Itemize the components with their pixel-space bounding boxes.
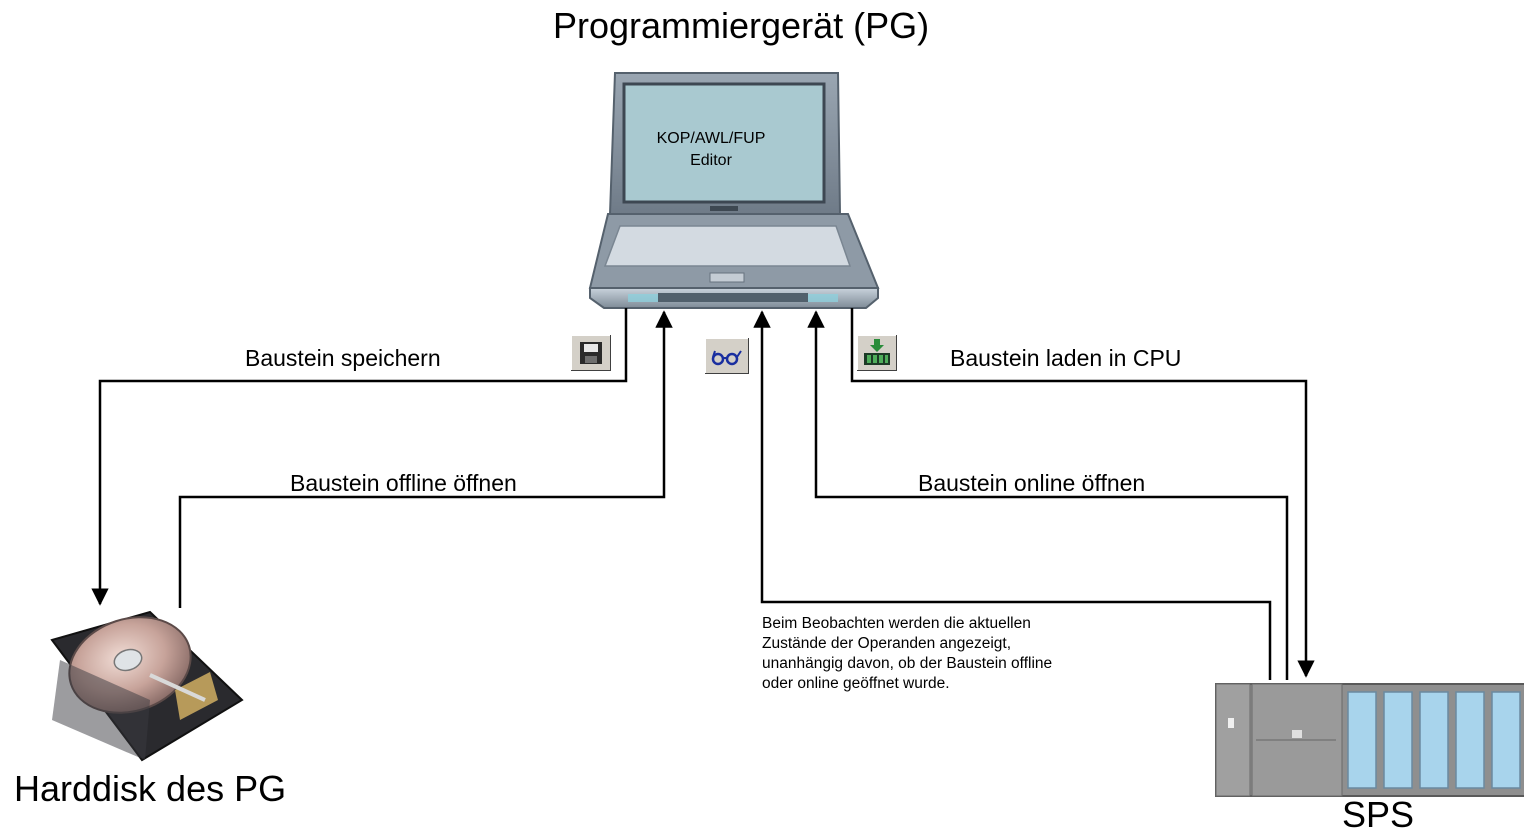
laptop-pg-icon: [588, 72, 880, 309]
load-cpu-arrow: [850, 308, 1315, 678]
open-online-label: Baustein online öffnen: [918, 470, 1146, 496]
load-cpu-label: Baustein laden in CPU: [950, 345, 1182, 371]
open-online-arrow: [807, 310, 1289, 680]
monitoring-note: Beim Beobachten werden die aktuellen Zus…: [762, 614, 1052, 694]
screen-line-2: Editor: [690, 152, 732, 169]
save-arrow: [91, 308, 628, 606]
harddisk-icon: [50, 610, 244, 762]
note-line-2: Zustände der Operanden angezeigt,: [762, 635, 1012, 652]
note-line-1: Beim Beobachten werden die aktuellen: [762, 615, 1031, 632]
open-offline-label: Baustein offline öffnen: [290, 470, 517, 496]
plc-rack-icon: [1215, 683, 1524, 797]
editor-screen-text: KOP/AWL/FUP Editor: [620, 128, 802, 172]
note-line-3: unanhängig davon, ob der Baustein offlin…: [762, 655, 1053, 672]
save-label: Baustein speichern: [245, 345, 441, 371]
sps-label: SPS: [1342, 794, 1415, 835]
screen-line-1: KOP/AWL/FUP: [656, 130, 766, 147]
download-to-plc-icon[interactable]: [856, 334, 898, 372]
monitor-arrow: [753, 310, 1272, 680]
open-offline-arrow: [178, 310, 673, 608]
note-line-4: oder online geöffnet wurde.: [762, 675, 950, 692]
glasses-icon[interactable]: [704, 337, 750, 375]
harddisk-label: Harddisk des PG: [14, 768, 287, 809]
floppy-disk-icon[interactable]: [570, 334, 612, 372]
pg-title: Programmiergerät (PG): [553, 5, 930, 46]
